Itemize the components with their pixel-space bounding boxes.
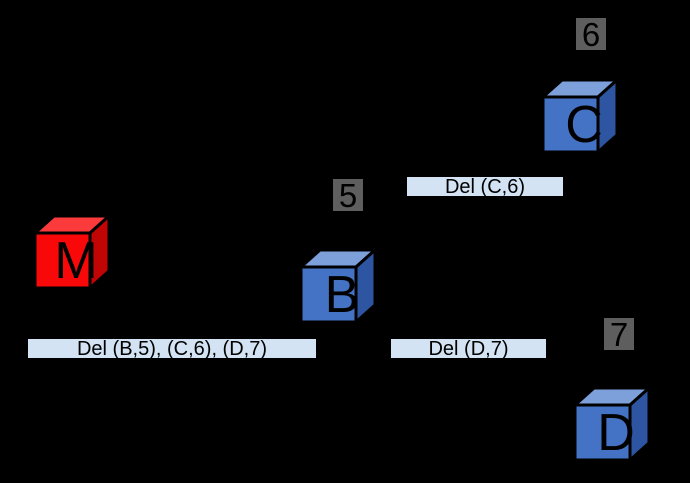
node-cube-m: M [31,212,113,292]
cube-letter-d: D [597,403,635,462]
node-cube-b: B [297,246,379,326]
message-label-del-b5-c6-d7: Del (B,5), (C,6), (D,7) [26,337,318,360]
node-cube-d: D [571,384,653,464]
cube-shape [297,246,379,326]
cube-letter-m: M [54,231,98,290]
message-label-del-c6: Del (C,6) [405,175,565,198]
cube-front-face [573,403,632,462]
message-label-del-d7: Del (D,7) [389,337,548,360]
cube-shape [31,212,113,292]
node-cube-c: C [539,76,621,156]
cube-shape [539,76,621,156]
sequence-tag-5: 5 [331,177,365,213]
sequence-tag-7: 7 [602,316,636,352]
cube-letter-b: B [324,265,360,324]
sequence-tag-6: 6 [574,16,608,52]
cube-front-face [33,231,92,290]
cube-shape [571,384,653,464]
cube-front-face [299,265,358,324]
cube-letter-c: C [565,95,603,154]
cube-front-face [541,95,600,154]
